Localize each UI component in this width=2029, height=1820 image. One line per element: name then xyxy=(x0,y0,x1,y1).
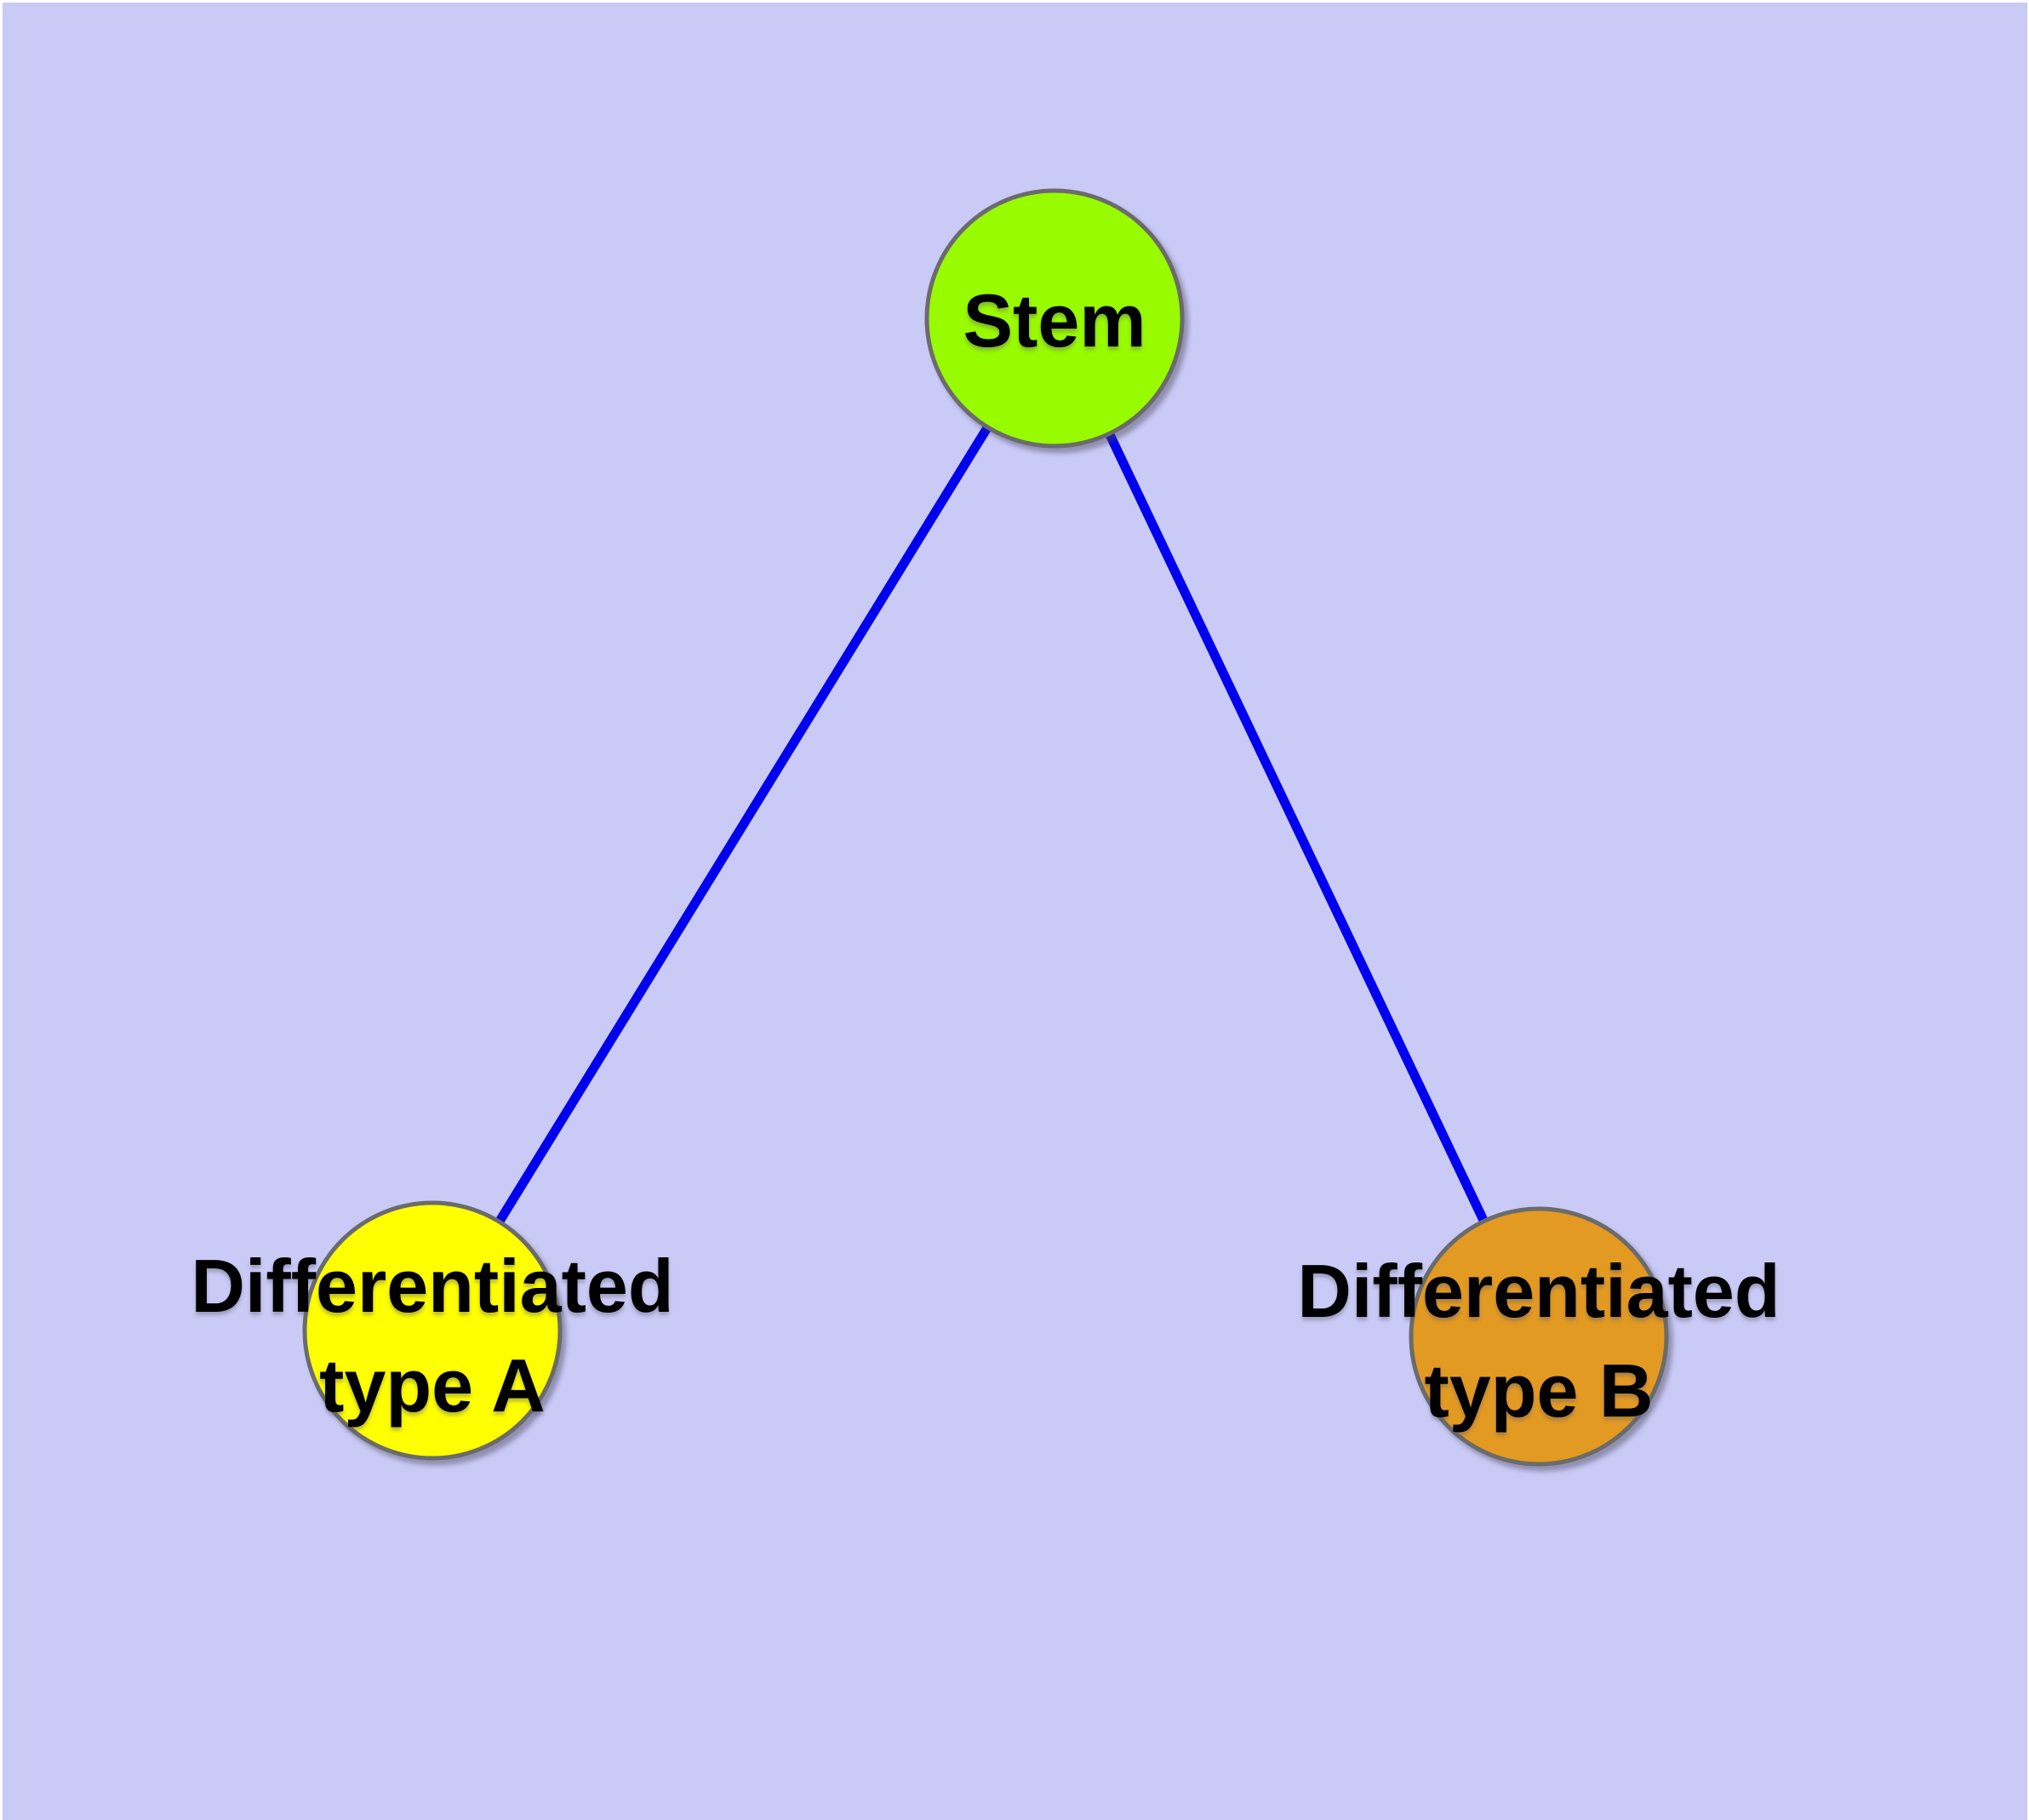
edge-stem-to-type-a xyxy=(428,316,1059,1333)
differentiated-type-b-label-line2: type B xyxy=(1425,1348,1654,1433)
differentiated-type-b-label-line1: Differentiated xyxy=(1297,1249,1780,1333)
differentiated-type-a-label-line1: Differentiated xyxy=(191,1244,673,1328)
edge-stem-to-type-b xyxy=(1050,316,1543,1339)
differentiated-type-a-node xyxy=(302,1200,563,1461)
stem-node xyxy=(924,188,1185,449)
stem-node-label: Stem xyxy=(963,278,1146,363)
differentiated-type-a-label-line2: type A xyxy=(319,1343,546,1428)
differentiated-type-b-node xyxy=(1409,1206,1669,1467)
